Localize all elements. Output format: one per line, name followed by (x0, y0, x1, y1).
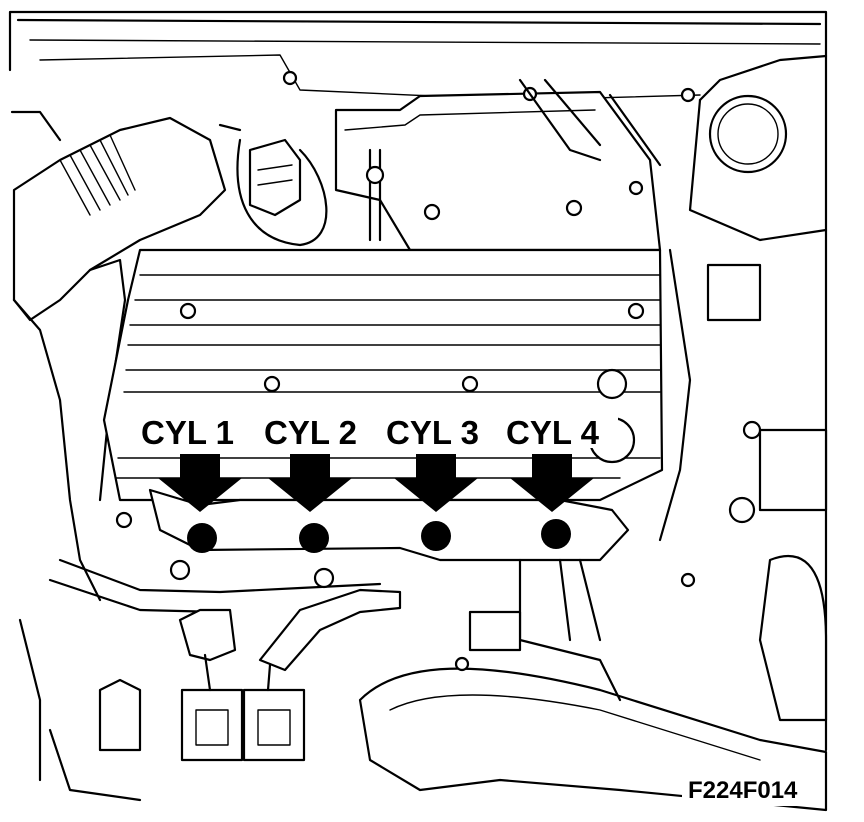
intake-plenum (282, 70, 662, 252)
ignition-cassette (148, 488, 630, 562)
air-intake-hose (12, 116, 227, 602)
cylinder-4-plug-hole (541, 519, 571, 549)
cylinder-arrows (158, 454, 594, 512)
cyl-1-label: CYL 1 (141, 414, 234, 451)
cyl-1-arrow (158, 454, 242, 512)
cyl-2-arrow (268, 454, 352, 512)
lower-hoses (48, 558, 402, 762)
figure-id: F224F014 (688, 777, 798, 804)
label-backgrounds (138, 412, 822, 806)
cyl-4-label: CYL 4 (506, 414, 600, 451)
cylinder-2-plug-hole (299, 523, 329, 553)
cyl-3-label: CYL 3 (386, 414, 479, 451)
right-side-components (454, 248, 828, 722)
cylinder-3-plug-hole (421, 521, 451, 551)
hood-outline (8, 10, 828, 752)
cyl-3-arrow (394, 454, 478, 512)
cyl-2-label: CYL 2 (264, 414, 357, 451)
reservoir-cap (680, 87, 828, 242)
lower-left-details (18, 511, 335, 802)
cyl-4-arrow (510, 454, 594, 512)
sensor-connector (218, 123, 385, 247)
cylinder-1-plug-hole (187, 523, 217, 553)
